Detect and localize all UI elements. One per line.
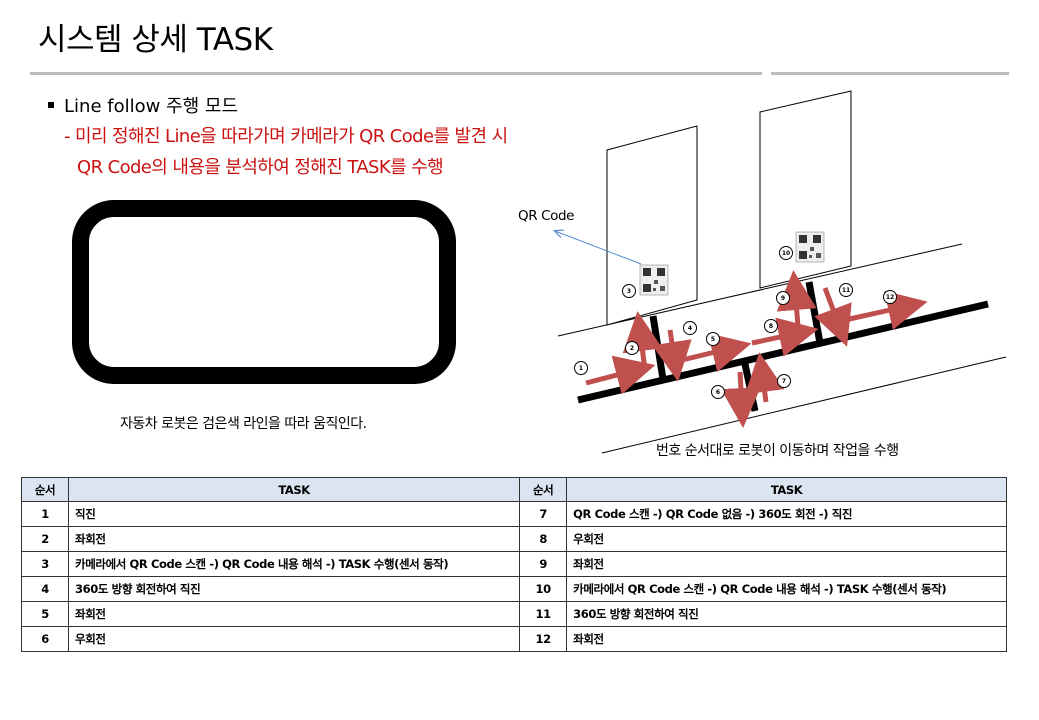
mode-description-line-2: QR Code의 내용을 분석하여 정해진 TASK를 수행: [77, 157, 444, 178]
line-track-figure: [72, 200, 456, 384]
wall-board-left: [606, 125, 698, 326]
row-task: 좌회전: [68, 601, 521, 627]
branch-line-1: [649, 315, 667, 380]
row-order: 2: [20, 526, 70, 552]
title-divider-short: [771, 72, 1009, 75]
row-task: 카메라에서 QR Code 스캔 -) QR Code 내용 해석 -) TAS…: [68, 551, 521, 577]
step-label: 2: [630, 345, 634, 352]
row-task: 우회전: [566, 526, 1007, 552]
qr-code-left-icon: [639, 264, 669, 296]
row-order: 4: [20, 576, 70, 602]
branch-line-2: [805, 281, 824, 344]
header-task: TASK: [68, 477, 521, 502]
step-label: 5: [711, 336, 715, 343]
row-order: 9: [519, 551, 568, 577]
row-task: 360도 방향 회전하여 직진: [566, 601, 1007, 627]
row-order: 7: [519, 501, 568, 527]
row-order: 3: [20, 551, 70, 577]
mode-heading-text: Line follow 주행 모드: [64, 96, 239, 117]
row-task: 360도 방향 회전하여 직진: [68, 576, 521, 602]
header-order: 순서: [519, 477, 568, 502]
table-row: 4 360도 방향 회전하여 직진 10 카메라에서 QR Code 스캔 -)…: [20, 576, 1007, 602]
step-label: 12: [886, 294, 894, 301]
row-order: 5: [20, 601, 70, 627]
row-order: 10: [519, 576, 568, 602]
qr-code-right-icon: [795, 231, 825, 263]
table-row: 2 좌회전 8 우회전: [20, 526, 1007, 552]
title-divider: [30, 72, 762, 75]
bullet-square-icon: [48, 102, 54, 108]
step-label: 11: [842, 287, 850, 294]
row-task: 카메라에서 QR Code 스캔 -) QR Code 내용 해석 -) TAS…: [566, 576, 1007, 602]
row-order: 1: [20, 501, 70, 527]
mode-heading: Line follow 주행 모드: [48, 92, 238, 118]
step-label: 9: [781, 295, 785, 302]
step-label: 8: [769, 323, 773, 330]
step-label: 4: [688, 325, 692, 332]
table-row: 1 직진 7 QR Code 스캔 -) QR Code 없음 -) 360도 …: [20, 501, 1007, 527]
table-row: 3 카메라에서 QR Code 스캔 -) QR Code 내용 해석 -) T…: [20, 551, 1007, 577]
row-task: QR Code 스캔 -) QR Code 없음 -) 360도 회전 -) 직…: [566, 501, 1007, 527]
mode-description-line-1: - 미리 정해진 Line을 따라가며 카메라가 QR Code를 발견 시: [64, 126, 508, 147]
row-order: 11: [519, 601, 568, 627]
row-task: 직진: [68, 501, 521, 527]
table-row: 5 좌회전 11 360도 방향 회전하여 직진: [20, 601, 1007, 627]
step-label: 7: [782, 378, 786, 385]
qr-pointer-arrow: [555, 231, 642, 265]
row-task: 좌회전: [68, 526, 521, 552]
row-task: 좌회전: [566, 551, 1007, 577]
header-order: 순서: [20, 477, 70, 502]
step-label: 1: [579, 365, 583, 372]
table-row: 6 우회전 12 좌회전: [20, 626, 1007, 652]
track-caption: 자동차 로봇은 검은색 라인을 따라 움직인다.: [120, 416, 367, 432]
row-task: 우회전: [68, 626, 521, 652]
qr-code-label: QR Code: [518, 208, 574, 224]
movement-arrows: [585, 270, 928, 428]
row-task: 좌회전: [566, 626, 1007, 652]
task-table: 순서 TASK 순서 TASK 1 직진 7 QR Code 스캔 -) QR …: [20, 477, 1007, 652]
step-label: 6: [716, 389, 720, 396]
row-order: 8: [519, 526, 568, 552]
row-order: 6: [20, 626, 70, 652]
floor-line-bottom: [601, 356, 1007, 454]
row-order: 12: [519, 626, 568, 652]
header-task: TASK: [566, 477, 1007, 502]
page-title: 시스템 상세 TASK: [38, 22, 273, 58]
branch-line-3: [741, 363, 759, 412]
table-header-row: 순서 TASK 순서 TASK: [20, 477, 1007, 502]
step-label: 3: [627, 288, 631, 295]
diagram-caption: 번호 순서대로 로봇이 이동하며 작업을 수행: [656, 443, 899, 459]
wall-board-right: [759, 90, 852, 289]
step-label: 10: [782, 250, 790, 257]
robot-path-diagram: QR Code 1 2 3 4 5 6 7 8 9 10 11 12: [518, 90, 1007, 454]
